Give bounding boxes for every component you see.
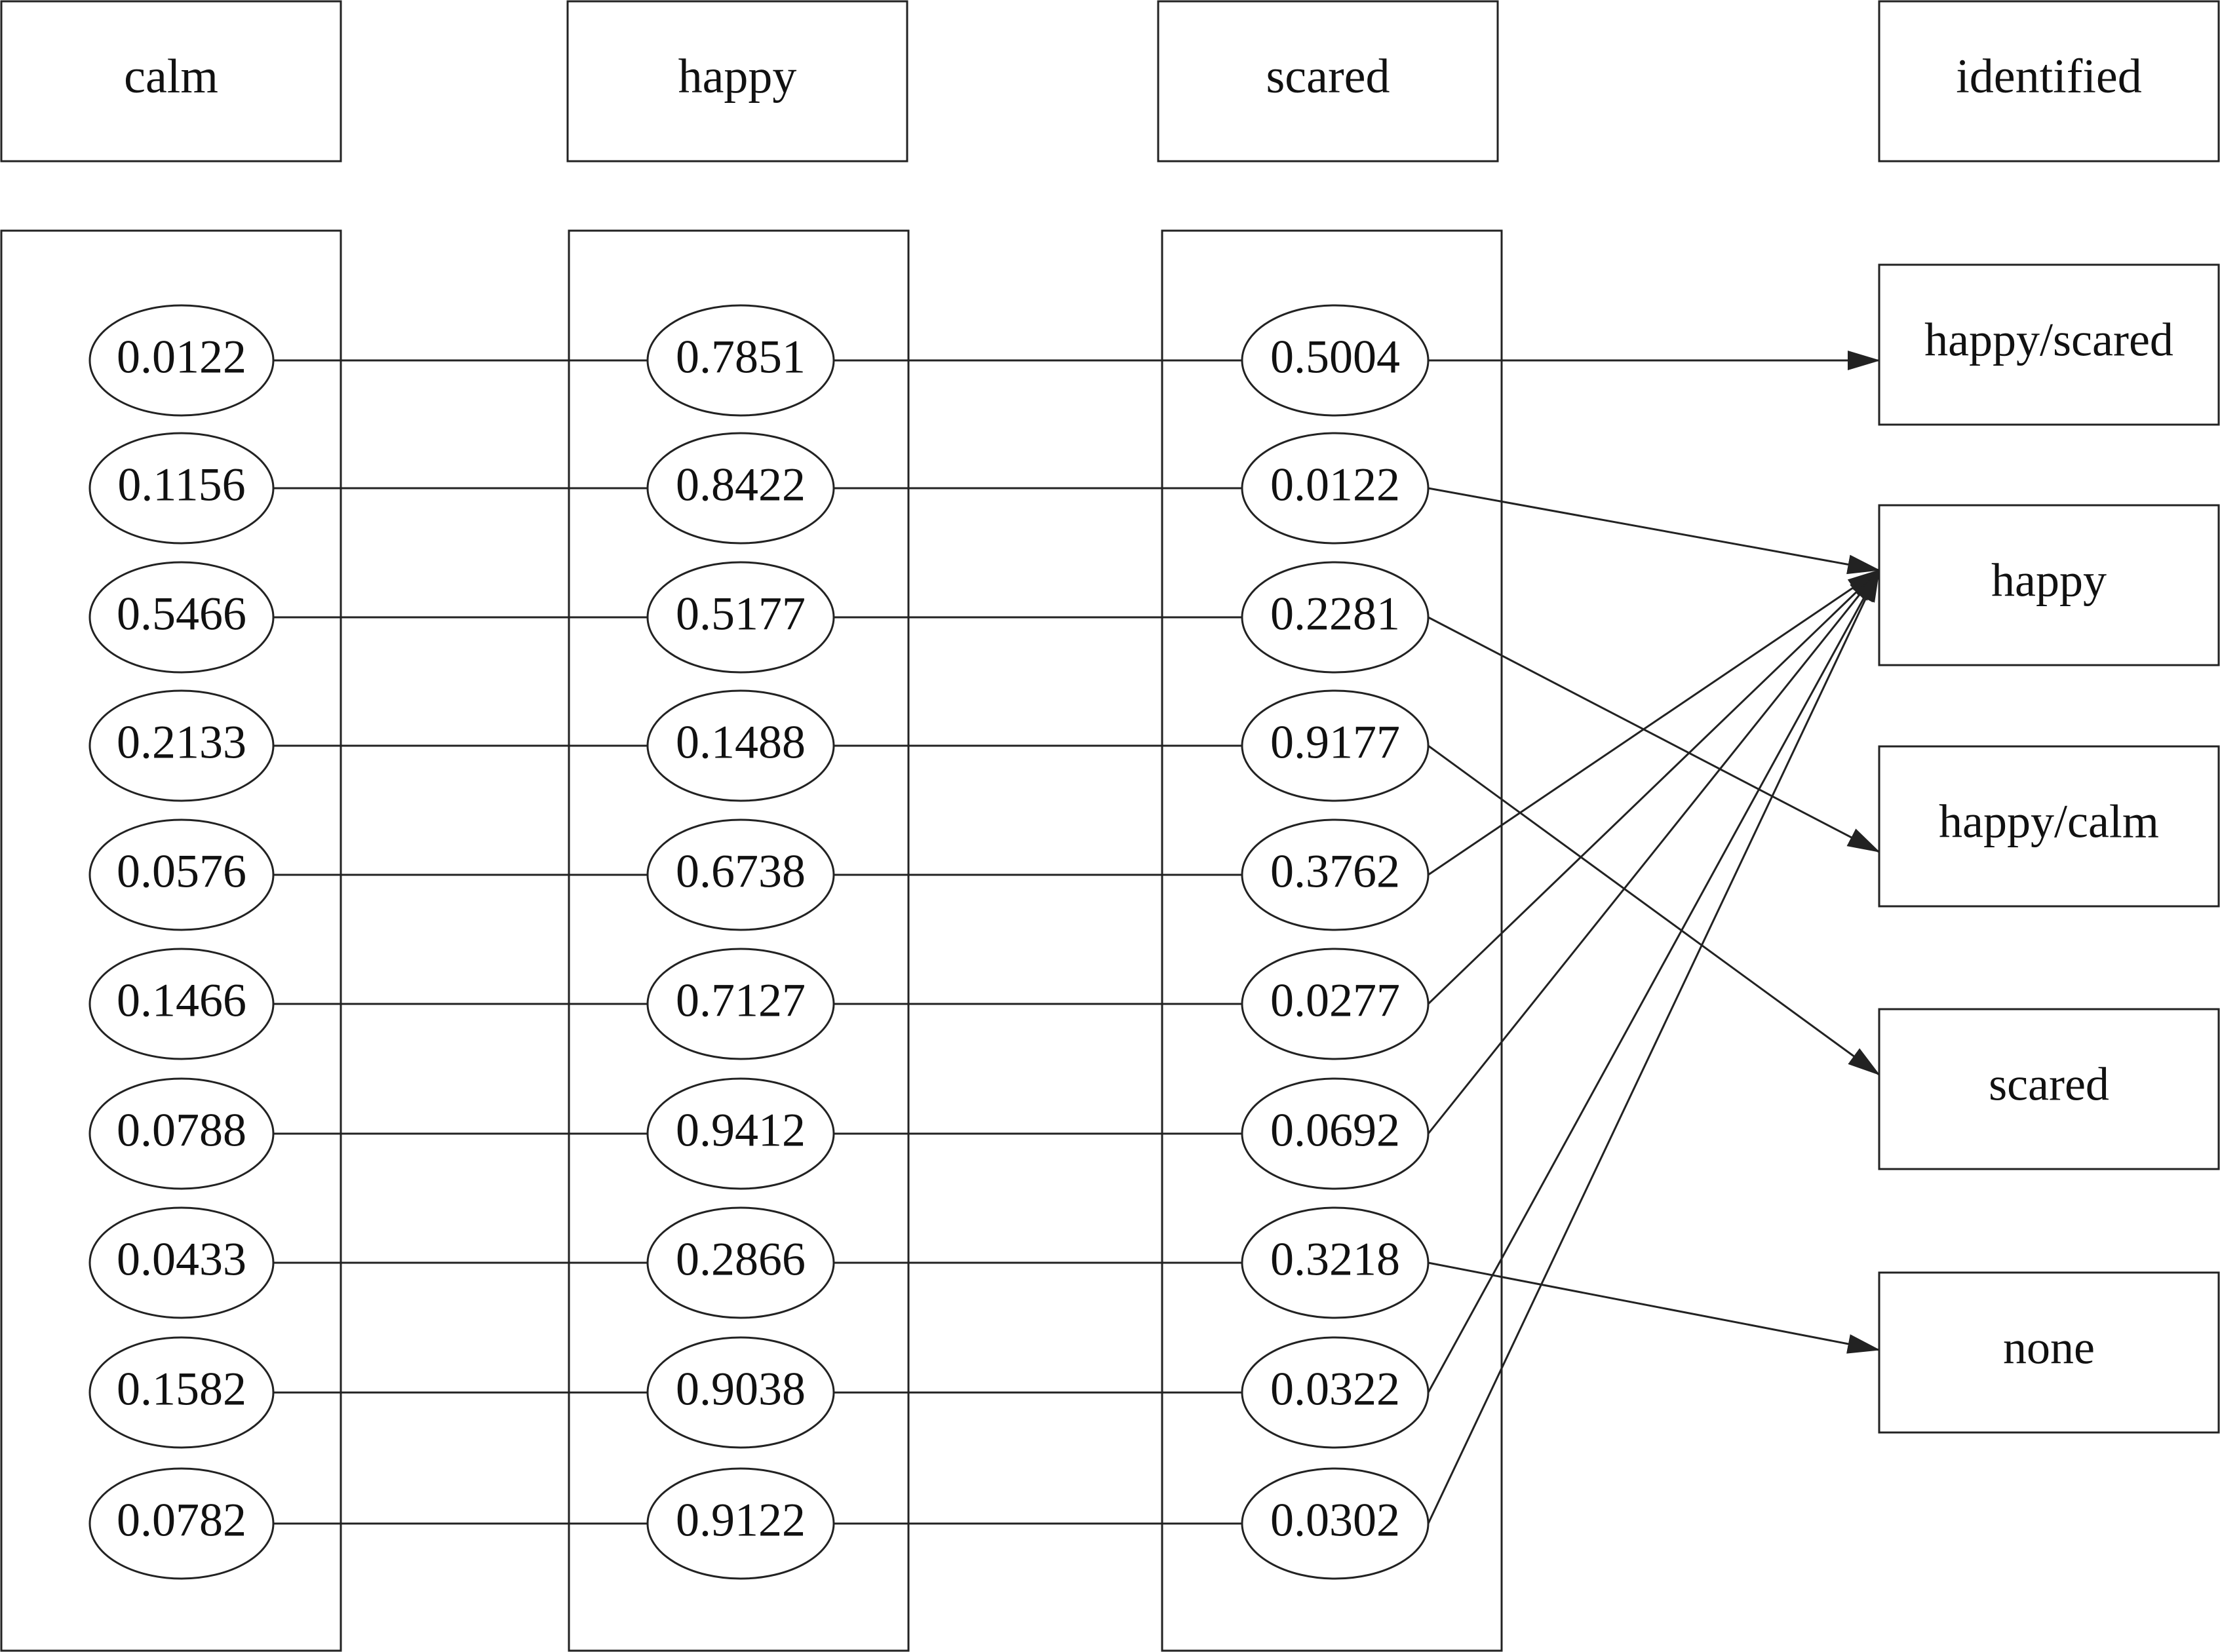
node-calm-10: 0.0782 bbox=[88, 1467, 275, 1580]
header-scared-label: scared bbox=[1266, 50, 1390, 104]
column-happy bbox=[568, 229, 910, 1652]
node-calm-8-value: 0.0433 bbox=[117, 1233, 246, 1286]
result-happy-calm: happy/calm bbox=[1878, 745, 2220, 908]
node-scared-3-value: 0.2281 bbox=[1270, 588, 1400, 640]
node-calm-1: 0.0122 bbox=[88, 304, 275, 417]
node-scared-1-value: 0.5004 bbox=[1270, 331, 1400, 383]
node-scared-9-value: 0.0322 bbox=[1270, 1363, 1400, 1415]
node-calm-3-value: 0.5466 bbox=[117, 588, 246, 640]
node-calm-3: 0.5466 bbox=[88, 561, 275, 674]
node-calm-5: 0.0576 bbox=[88, 818, 275, 931]
arrow-row-7-to-happy bbox=[1427, 569, 1880, 1134]
result-happy-scared-label: happy/scared bbox=[1924, 314, 2173, 366]
node-scared-7-value: 0.0692 bbox=[1270, 1104, 1400, 1157]
column-calm bbox=[0, 229, 342, 1652]
node-scared-8: 0.3218 bbox=[1241, 1206, 1430, 1319]
arrow-row-8-to-none bbox=[1428, 1261, 1880, 1354]
node-scared-9: 0.0322 bbox=[1241, 1336, 1430, 1449]
node-scared-2: 0.0122 bbox=[1241, 432, 1430, 545]
header-identified-label: identified bbox=[1956, 50, 2142, 104]
header-happy-label: happy bbox=[678, 50, 797, 104]
arrow-row-6-to-happy bbox=[1427, 569, 1880, 1005]
arrow-row-5-to-happy bbox=[1428, 569, 1880, 876]
node-calm-6-value: 0.1466 bbox=[117, 974, 246, 1027]
node-happy-4: 0.1488 bbox=[646, 689, 835, 802]
result-happy-label: happy bbox=[1991, 554, 2107, 607]
arrow-row-4-to-scared bbox=[1428, 744, 1880, 1076]
node-happy-7: 0.9412 bbox=[646, 1077, 835, 1190]
node-happy-9: 0.9038 bbox=[646, 1336, 835, 1449]
edges bbox=[273, 351, 1880, 1525]
node-calm-1-value: 0.0122 bbox=[117, 331, 246, 383]
node-calm-6: 0.1466 bbox=[88, 948, 275, 1060]
node-scared-8-value: 0.3218 bbox=[1270, 1233, 1400, 1286]
node-scared-2-value: 0.0122 bbox=[1270, 459, 1400, 511]
node-calm-4-value: 0.2133 bbox=[117, 716, 246, 769]
node-scared-4: 0.9177 bbox=[1241, 689, 1430, 802]
node-happy-6: 0.7127 bbox=[646, 948, 835, 1060]
header-identified: identified bbox=[1878, 0, 2220, 163]
node-scared-5-value: 0.3762 bbox=[1270, 845, 1400, 898]
arrow-row-10-to-happy bbox=[1427, 569, 1880, 1524]
node-scared-10: 0.0302 bbox=[1241, 1467, 1430, 1580]
node-happy-6-value: 0.7127 bbox=[676, 974, 806, 1027]
node-happy-8-value: 0.2866 bbox=[676, 1233, 806, 1286]
header-calm-label: calm bbox=[124, 50, 218, 104]
node-scared-6-value: 0.0277 bbox=[1270, 974, 1400, 1027]
header-calm: calm bbox=[0, 0, 342, 163]
result-scared-label: scared bbox=[1989, 1058, 2109, 1111]
column-scared bbox=[1161, 229, 1503, 1652]
node-calm-10-value: 0.0782 bbox=[117, 1494, 246, 1546]
node-happy-1-value: 0.7851 bbox=[676, 331, 806, 383]
result-scared: scared bbox=[1878, 1008, 2220, 1170]
node-happy-2: 0.8422 bbox=[646, 432, 835, 545]
node-happy-10-value: 0.9122 bbox=[676, 1494, 806, 1546]
arrow-row-9-to-happy bbox=[1427, 569, 1880, 1393]
node-calm-7-value: 0.0788 bbox=[117, 1104, 246, 1157]
node-calm-2-value: 0.1156 bbox=[117, 459, 245, 511]
node-happy-2-value: 0.8422 bbox=[676, 459, 806, 511]
node-happy-10: 0.9122 bbox=[646, 1467, 835, 1580]
node-happy-7-value: 0.9412 bbox=[676, 1104, 806, 1157]
header-scared: scared bbox=[1157, 0, 1499, 163]
node-calm-9: 0.1582 bbox=[88, 1336, 275, 1449]
node-happy-3-value: 0.5177 bbox=[676, 588, 806, 640]
node-scared-6: 0.0277 bbox=[1241, 948, 1430, 1060]
node-calm-8: 0.0433 bbox=[88, 1206, 275, 1319]
node-scared-4-value: 0.9177 bbox=[1270, 716, 1400, 769]
result-happy-scared: happy/scared bbox=[1878, 263, 2220, 426]
node-scared-5: 0.3762 bbox=[1241, 818, 1430, 931]
node-calm-5-value: 0.0576 bbox=[117, 845, 246, 898]
node-calm-9-value: 0.1582 bbox=[117, 1363, 246, 1415]
node-happy-5-value: 0.6738 bbox=[676, 845, 806, 898]
value-nodes: 0.0122 0.7851 0.5004 0.1156 0.8422 0.0122 0.54… bbox=[88, 304, 1430, 1580]
node-scared-1: 0.5004 bbox=[1241, 304, 1430, 417]
node-happy-5: 0.6738 bbox=[646, 818, 835, 931]
result-happy: happy bbox=[1878, 504, 2220, 666]
node-calm-2: 0.1156 bbox=[88, 432, 275, 545]
node-happy-9-value: 0.9038 bbox=[676, 1363, 806, 1415]
node-calm-7: 0.0788 bbox=[88, 1077, 275, 1190]
node-happy-3: 0.5177 bbox=[646, 561, 835, 674]
arrow-row-3-to-happy-calm bbox=[1428, 616, 1880, 853]
node-calm-4: 0.2133 bbox=[88, 689, 275, 802]
result-none-label: none bbox=[2003, 1322, 2095, 1374]
arrow-row-2-to-happy bbox=[1428, 487, 1880, 575]
node-happy-1: 0.7851 bbox=[646, 304, 835, 417]
node-scared-3: 0.2281 bbox=[1241, 561, 1430, 674]
header-happy: happy bbox=[566, 0, 908, 163]
node-happy-4-value: 0.1488 bbox=[676, 716, 806, 769]
node-scared-10-value: 0.0302 bbox=[1270, 1494, 1400, 1546]
node-scared-7: 0.0692 bbox=[1241, 1077, 1430, 1190]
node-happy-8: 0.2866 bbox=[646, 1206, 835, 1319]
result-happy-calm-label: happy/calm bbox=[1939, 796, 2159, 848]
result-none: none bbox=[1878, 1271, 2220, 1434]
